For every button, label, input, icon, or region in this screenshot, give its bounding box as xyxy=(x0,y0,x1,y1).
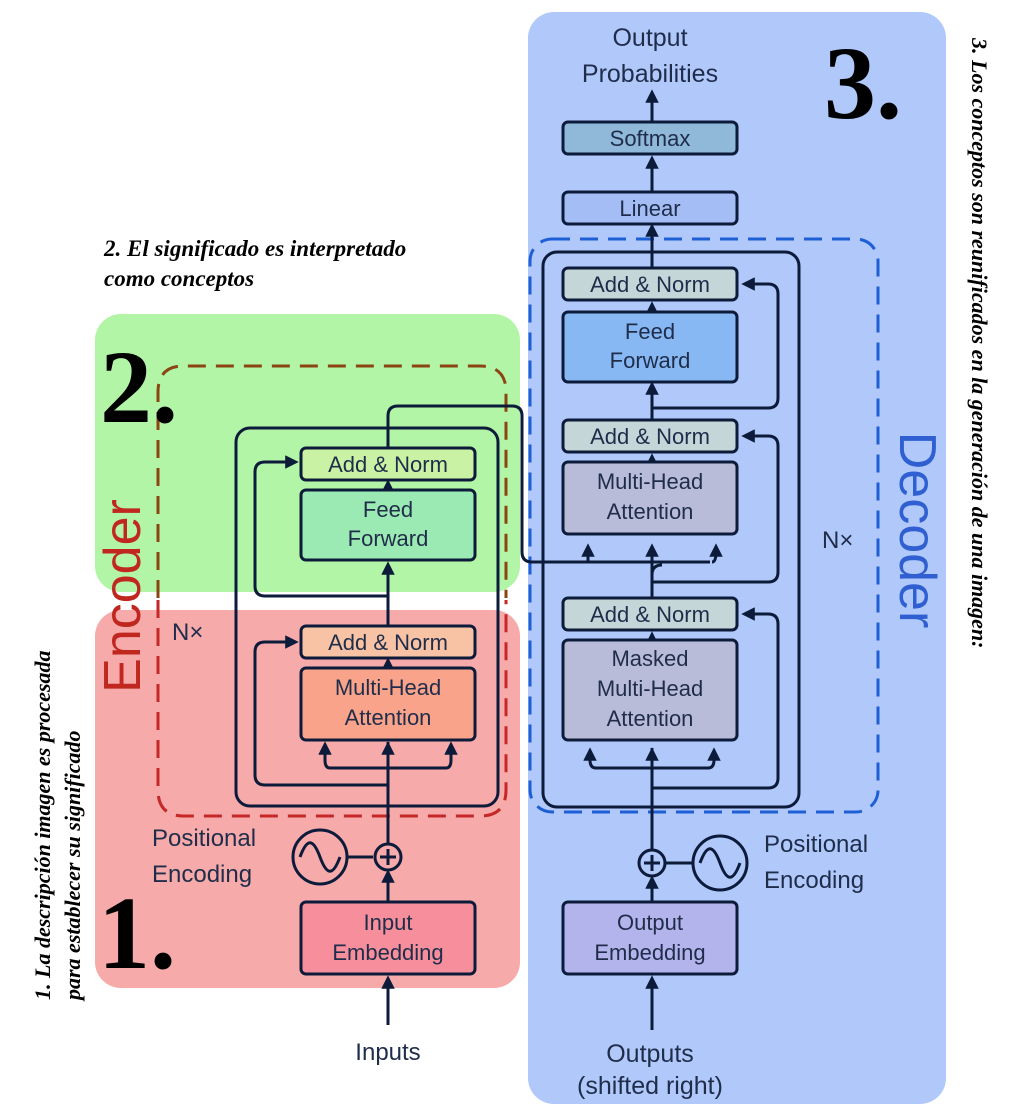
encoder-add-norm-top-label: Add & Norm xyxy=(328,452,448,477)
encoder-embedding-box xyxy=(299,900,477,976)
encoder-add-norm-bottom-label: Add & Norm xyxy=(328,630,448,655)
decoder-linear-label: Linear xyxy=(619,196,680,221)
encoder-plus-sign xyxy=(380,849,396,865)
decoder-masked-label-2: Multi-Head xyxy=(597,676,703,701)
encoder-connections xyxy=(253,404,723,1025)
encoder-positional-label-1: Positional xyxy=(152,825,256,852)
encoder-embedding-label-2: Embedding xyxy=(332,940,443,965)
decoder-feed-forward-label-2: Forward xyxy=(610,348,691,373)
decoder-embedding-label-2: Embedding xyxy=(594,940,705,965)
encoder-stack-border xyxy=(234,426,500,808)
decoder-add-norm-bottom-box xyxy=(561,596,739,632)
decoder-add-norm-bottom-label: Add & Norm xyxy=(590,602,710,627)
encoder-dashed-border xyxy=(156,364,508,818)
decoder-feed-forward-box xyxy=(561,310,739,384)
caption-step2-line2: como conceptos xyxy=(104,266,254,291)
encoder-add-norm-top-box xyxy=(299,446,477,482)
step-number-two: 2. xyxy=(100,330,178,445)
decoder-attention-label-2: Attention xyxy=(607,499,694,524)
decoder-add-norm-top-label: Add & Norm xyxy=(590,272,710,297)
decoder-softmax-label: Softmax xyxy=(610,126,691,151)
decoder-embedding-box xyxy=(561,900,739,976)
encoder-feed-forward-label-1: Feed xyxy=(363,497,413,522)
caption-step2-line1: 2. El significado es interpretado xyxy=(103,236,406,261)
encoder-attention-box xyxy=(299,666,477,742)
decoder-attention-box xyxy=(561,460,739,536)
encoder-nx-label: N× xyxy=(172,619,203,646)
encoder-sine-wave xyxy=(298,841,342,873)
decoder-positional-label-2: Encoding xyxy=(764,867,864,894)
encoder-title: Encoder xyxy=(94,499,152,693)
decoder-feed-forward-label-1: Feed xyxy=(625,319,675,344)
decoder-dashed-border xyxy=(528,237,880,814)
decoder-stack-border xyxy=(541,250,801,809)
output-probabilities-label-1: Output xyxy=(612,24,687,52)
encoder-attention-label-2: Attention xyxy=(345,705,432,730)
encoder-positional-label-2: Encoding xyxy=(152,861,252,888)
decoder-masked-label-1: Masked xyxy=(611,646,688,671)
caption-step1-line1: 1. La descripción imagen es procesada xyxy=(30,650,55,1000)
encoder-embedding-label-1: Input xyxy=(364,910,413,935)
output-probabilities-label-2: Probabilities xyxy=(582,60,718,88)
caption-step3: 3. Los conceptos son reunificados en la … xyxy=(967,37,992,649)
decoder-add-norm-top-box xyxy=(561,266,739,302)
caption-step1-line2: para establecer su significado xyxy=(60,731,85,1003)
encoder-add-norm-bottom-box xyxy=(299,624,477,660)
step-number-one: 1. xyxy=(98,876,176,991)
decoder-embedding-label-1: Output xyxy=(617,910,683,935)
step-number-three: 3. xyxy=(824,26,902,141)
decoder-title: Decoder xyxy=(888,432,946,629)
encoder-inputs-label: Inputs xyxy=(355,1039,420,1066)
decoder-linear-box xyxy=(561,190,739,226)
encoder-attention-label-1: Multi-Head xyxy=(335,675,441,700)
encoder-feed-forward-box xyxy=(299,488,477,562)
decoder-sine-wave xyxy=(698,847,742,879)
decoder-positional-label-1: Positional xyxy=(764,831,868,858)
decoder-plus-sign xyxy=(644,855,660,871)
encoder-feed-forward-label-2: Forward xyxy=(348,526,429,551)
decoder-connections xyxy=(583,89,780,1030)
decoder-masked-label-3: Attention xyxy=(607,706,694,731)
decoder-softmax-box xyxy=(561,120,739,156)
decoder-add-norm-mid-label: Add & Norm xyxy=(590,424,710,449)
decoder-nx-label: N× xyxy=(822,527,853,554)
decoder-attention-label-1: Multi-Head xyxy=(597,469,703,494)
decoder-masked-attention-box xyxy=(561,638,739,742)
decoder-add-norm-mid-box xyxy=(561,418,739,454)
decoder-outputs-label-1: Outputs xyxy=(606,1040,694,1068)
decoder-outputs-label-2: (shifted right) xyxy=(577,1072,723,1100)
